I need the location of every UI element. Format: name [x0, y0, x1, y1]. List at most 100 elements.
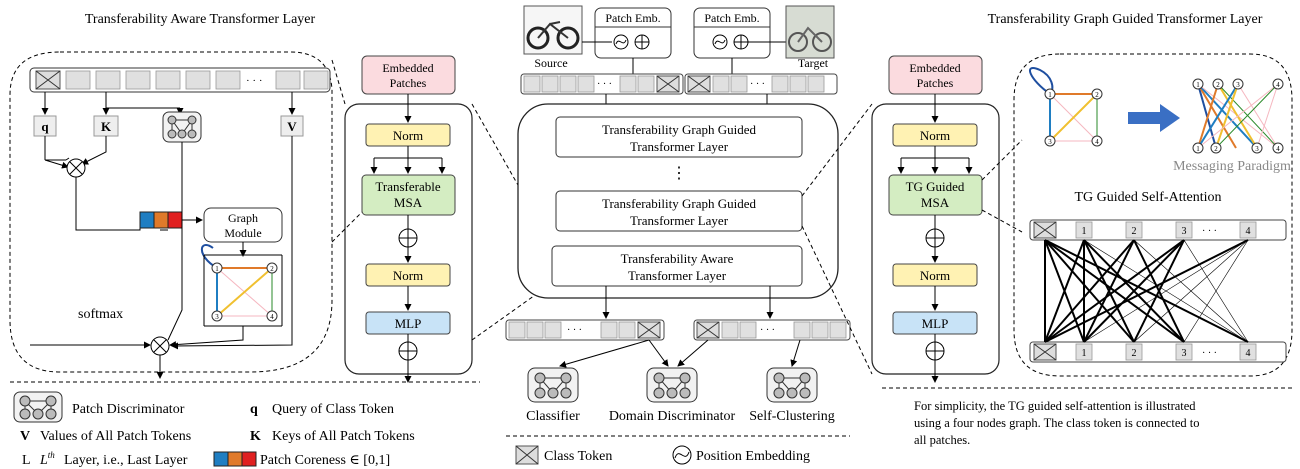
svg-text:3: 3	[215, 313, 219, 321]
source-class-token	[656, 75, 680, 93]
svg-text:1: 1	[215, 265, 219, 273]
svg-text:4: 4	[1276, 145, 1280, 153]
svg-text:1: 1	[1196, 81, 1200, 89]
legend-l-sup: th	[48, 450, 56, 460]
source-pos-emb-icon	[613, 34, 629, 50]
svg-text:2: 2	[270, 265, 274, 273]
attn-bottom-ellipsis: · · ·	[1202, 348, 1217, 359]
left-embedded-line1: Embedded	[382, 61, 433, 75]
messaging-paradigm-label: Messaging Paradigm	[1173, 159, 1291, 174]
legend-coreness-label: Patch Coreness ∈ [0,1]	[260, 453, 390, 468]
note-line-2: using a four nodes graph. The class toke…	[914, 416, 1199, 430]
right-add-operator-2	[925, 341, 945, 361]
svg-text:1: 1	[1048, 91, 1052, 99]
graph-module-line1: Graph	[228, 211, 258, 225]
legend-v-desc: Values of All Patch Tokens	[40, 429, 191, 444]
attn-top-token-4: 4	[1246, 226, 1251, 237]
left-patch-tokens	[65, 70, 329, 90]
legend-l-math: Lth	[39, 450, 55, 468]
legend-coreness-bar	[213, 451, 257, 467]
attn-bottom-token-1: 1	[1082, 348, 1087, 359]
graph-module-line2: Module	[224, 226, 261, 240]
domain-discriminator-icon	[646, 367, 698, 403]
tg-layer-top-line1: Transferability Graph Guided	[602, 122, 757, 137]
left-coreness-bar	[139, 211, 183, 229]
attn-top-class-token	[1033, 221, 1057, 239]
left-msa-line1: Transferable	[375, 179, 440, 194]
target-patch-emb-label: Patch Emb.	[704, 11, 759, 25]
tg-layer-top	[555, 116, 803, 158]
svg-text:4: 4	[1276, 81, 1280, 89]
legend-pos-emb-icon	[672, 445, 692, 465]
left-norm2-label: Norm	[393, 268, 423, 283]
self-clustering-label: Self-Clustering	[749, 409, 835, 424]
left-msa-line2: MSA	[394, 195, 423, 210]
left-embedded-line2: Patches	[390, 76, 427, 90]
domain-discriminator-label: Domain Discriminator	[609, 409, 736, 424]
target-add-icon	[733, 34, 749, 50]
left-dashed-region	[9, 51, 333, 373]
right-msa-line2: MSA	[921, 195, 950, 210]
right-mlp-label: MLP	[922, 316, 949, 331]
legend-class-token-label: Class Token	[544, 449, 612, 464]
svg-text:2: 2	[1095, 91, 1099, 99]
target-strip-ellipsis: · · ·	[750, 79, 765, 90]
legend-patch-disc-label: Patch Discriminator	[72, 402, 185, 417]
svg-text:2: 2	[1214, 145, 1218, 153]
center-vdots: ⋮	[671, 165, 687, 182]
svg-text:4: 4	[270, 313, 274, 321]
multiply-operator-1	[66, 158, 86, 178]
legend-l-desc: Layer, i.e., Last Layer	[64, 453, 188, 468]
source-bike-image	[523, 5, 583, 55]
legend-k-desc: Keys of All Patch Tokens	[272, 429, 415, 444]
attn-bottom-strip	[1029, 341, 1287, 363]
tg-layer-bottom-line2: Transformer Layer	[630, 213, 729, 228]
attn-top-strip	[1029, 219, 1287, 241]
left-graph: 1 2 3 4	[200, 244, 278, 322]
ta-layer-line2: Transformer Layer	[628, 268, 727, 283]
legend-patch-discriminator-icon	[13, 391, 63, 423]
output-source-ellipsis: · · ·	[567, 325, 582, 336]
svg-text:4: 4	[1095, 138, 1099, 146]
svg-text:2: 2	[1216, 81, 1220, 89]
left-norm1-label: Norm	[393, 128, 423, 143]
attn-bottom-token-2: 2	[1132, 348, 1137, 359]
attn-top-token-2: 2	[1132, 226, 1137, 237]
ta-layer	[551, 245, 803, 287]
softmax-label: softmax	[78, 307, 123, 322]
left-patch-discriminator-icon	[162, 111, 202, 143]
legend-q-symbol: q	[250, 402, 258, 417]
legend-class-token-icon	[515, 445, 539, 465]
legend-q-desc: Query of Class Token	[272, 402, 394, 417]
attn-top-token-1: 1	[1082, 226, 1087, 237]
v-label: V	[287, 119, 297, 134]
legend-l-symbol: L	[22, 453, 31, 468]
output-target-ellipsis: · · ·	[760, 325, 775, 336]
source-patch-emb-label: Patch Emb.	[605, 11, 660, 25]
attn-top-tokens	[1075, 221, 1257, 239]
left-class-token	[35, 70, 61, 90]
target-label: Target	[798, 56, 829, 70]
tg-self-attention-title: TG Guided Self-Attention	[1075, 190, 1222, 205]
attention-edges	[1044, 239, 1249, 343]
left-mlp-label: MLP	[395, 316, 422, 331]
legend-v-symbol: V	[20, 429, 30, 444]
output-source-class-token	[637, 321, 661, 339]
legend-pos-emb-label: Position Embedding	[696, 449, 810, 464]
classifier-label: Classifier	[526, 409, 580, 424]
output-target-class-token	[696, 321, 720, 339]
classifier-icon	[527, 367, 579, 403]
svg-text:3: 3	[1236, 81, 1240, 89]
right-norm2-label: Norm	[920, 268, 950, 283]
left-title: Transferability Aware Transformer Layer	[85, 12, 316, 27]
output-target-patch-tokens	[721, 321, 847, 339]
ta-layer-line1: Transferability Aware	[621, 251, 734, 266]
tg-layer-top-line2: Transformer Layer	[630, 139, 729, 154]
left-add-operator-2	[398, 341, 418, 361]
left-strip-ellipsis: · · ·	[246, 75, 263, 87]
svg-text:3: 3	[1255, 145, 1259, 153]
blue-arrow-icon	[1128, 104, 1180, 132]
